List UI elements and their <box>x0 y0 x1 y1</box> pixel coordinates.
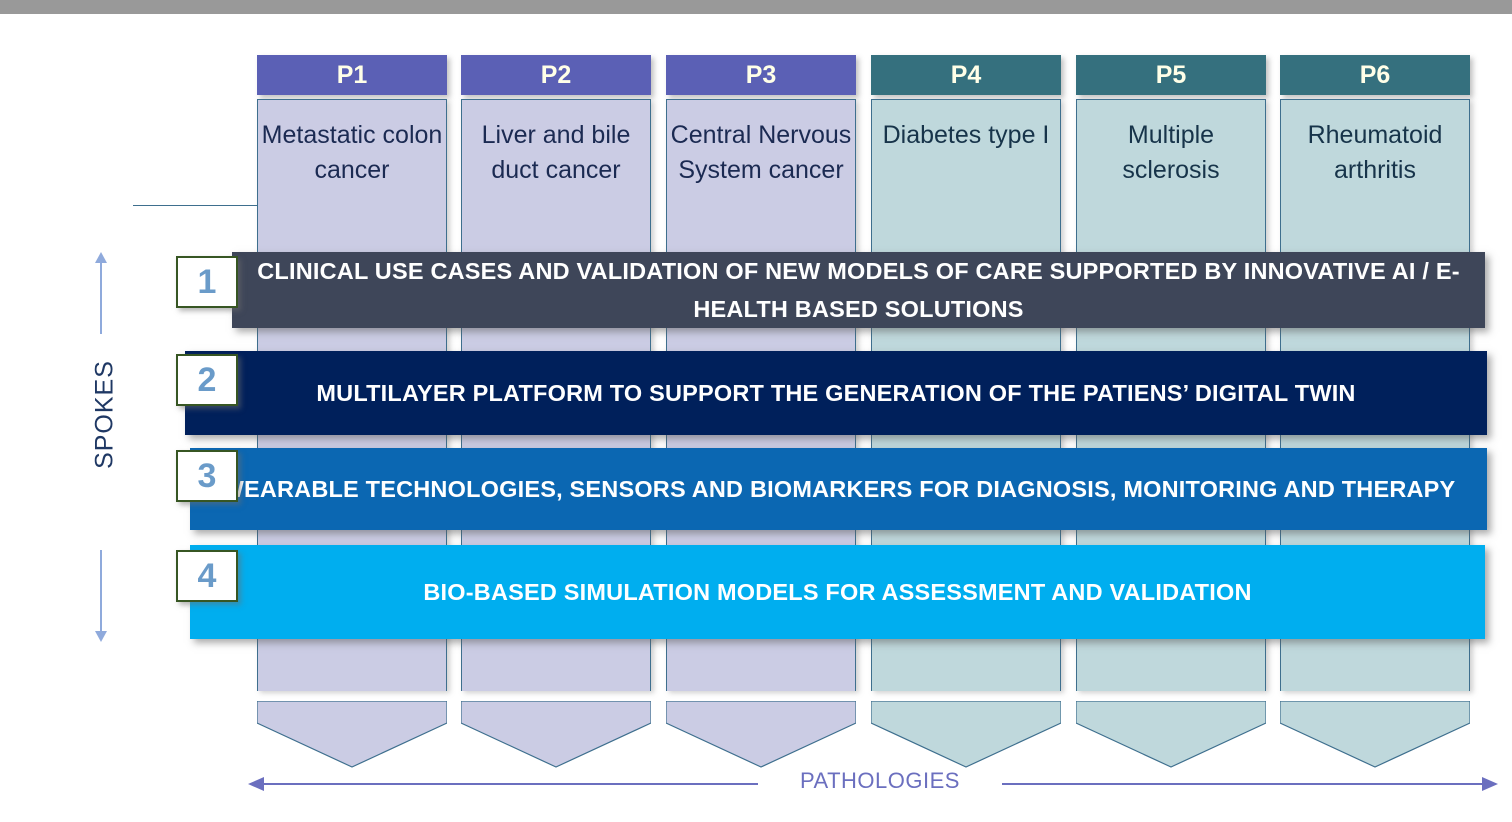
pathologies-axis-line-left <box>262 783 758 785</box>
spoke-badge-3[interactable]: 3 <box>176 450 238 502</box>
pathology-header-p6: P6 <box>1280 55 1470 95</box>
pathology-title-p6: Rheumatoid arthritis <box>1307 121 1443 184</box>
spokes-axis-line-lower <box>100 550 102 632</box>
pathology-title-p2: Liver and bile duct cancer <box>481 121 631 184</box>
spokes-arrow-up-icon <box>95 252 107 263</box>
spoke-bar-2-text: MULTILAYER PLATFORM TO SUPPORT THE GENER… <box>316 380 1356 406</box>
spoke-badge-2[interactable]: 2 <box>176 354 238 406</box>
pathology-chevron-p2 <box>461 701 651 769</box>
spoke-bar-4[interactable]: BIO-BASED SIMULATION MODELS FOR ASSESSME… <box>190 545 1485 639</box>
pathology-header-p5: P5 <box>1076 55 1266 95</box>
pathology-chevron-p3 <box>666 701 856 769</box>
pathology-chevron-p6 <box>1280 701 1470 769</box>
spoke-bar-3[interactable]: WEARABLE TECHNOLOGIES, SENSORS AND BIOMA… <box>190 448 1487 530</box>
pathologies-arrow-right-icon <box>1482 777 1498 791</box>
pathology-chevron-p4 <box>871 701 1061 769</box>
spoke-bar-4-text: BIO-BASED SIMULATION MODELS FOR ASSESSME… <box>423 579 1252 605</box>
spoke-badge-1[interactable]: 1 <box>176 256 238 308</box>
pathology-chevron-p5 <box>1076 701 1266 769</box>
spokes-axis-line-upper <box>100 262 102 334</box>
spoke-bar-2[interactable]: MULTILAYER PLATFORM TO SUPPORT THE GENER… <box>185 351 1487 435</box>
pathologies-axis-line-right <box>1002 783 1484 785</box>
top-grey-band <box>0 0 1512 14</box>
pathology-chevron-p1 <box>257 701 447 769</box>
spokes-arrow-down-icon <box>95 631 107 642</box>
pathology-header-p3: P3 <box>666 55 856 95</box>
spokes-axis: SPOKES <box>86 250 122 650</box>
pathology-title-p5: Multiple sclerosis <box>1122 121 1220 184</box>
pathologies-axis-label: PATHOLOGIES <box>800 768 960 793</box>
pathology-title-p1: Metastatic colon cancer <box>261 121 443 184</box>
spoke-bar-1-text: CLINICAL USE CASES AND VALIDATION OF NEW… <box>257 258 1460 322</box>
pathologies-axis: PATHOLOGIES <box>248 760 1498 808</box>
header-tick-line <box>133 205 259 206</box>
spoke-badge-4[interactable]: 4 <box>176 550 238 602</box>
pathology-header-p1: P1 <box>257 55 447 95</box>
pathology-header-p4: P4 <box>871 55 1061 95</box>
pathology-title-p4: Diabetes type I <box>882 121 1050 149</box>
pathology-header-p2: P2 <box>461 55 651 95</box>
pathologies-arrow-left-icon <box>248 777 264 791</box>
spoke-bar-3-text: WEARABLE TECHNOLOGIES, SENSORS AND BIOMA… <box>221 476 1456 502</box>
pathology-title-p3: Central Nervous System cancer <box>670 121 852 184</box>
spoke-bar-1[interactable]: CLINICAL USE CASES AND VALIDATION OF NEW… <box>232 252 1485 328</box>
